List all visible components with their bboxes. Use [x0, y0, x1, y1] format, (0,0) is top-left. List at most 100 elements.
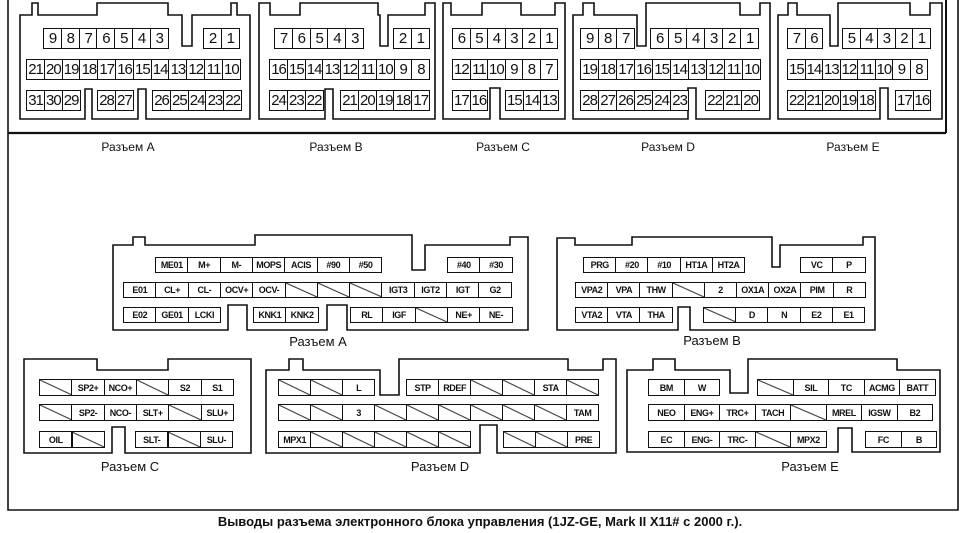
top-a-pin: 26: [152, 90, 172, 111]
top-a-pin: 29: [61, 90, 81, 111]
top-d-pin: 16: [634, 59, 654, 80]
top-a-pin: 28: [97, 90, 117, 111]
bottom-b-pin: VC: [800, 257, 834, 273]
top-e-pin: 19: [839, 90, 859, 111]
bottom-connector-d-outline: [265, 358, 617, 454]
top-d-pin: 24: [652, 90, 672, 111]
top-b-pin: 23: [286, 90, 306, 111]
top-connector-c-outline: [442, 2, 566, 120]
bottom-d-unused-pin: [438, 404, 472, 421]
bottom-c-pin: SP2+: [71, 379, 105, 396]
top-d-pin: 22: [705, 90, 725, 111]
bottom-a-pin: LCKI: [187, 307, 222, 323]
bottom-e-pin: ENG+: [683, 404, 721, 421]
bottom-e-pin: W: [683, 379, 721, 396]
bottom-e-pin: BATT: [899, 379, 936, 396]
bottom-a-pin: ME01: [155, 257, 189, 273]
bottom-d-unused-pin: [278, 404, 312, 421]
top-e-pin: 6: [804, 28, 824, 49]
bottom-a-pin: G2: [478, 282, 512, 298]
bottom-e-pin: TRC-: [719, 431, 756, 448]
top-b-pin: 18: [393, 90, 413, 111]
top-e-pin: 20: [822, 90, 841, 111]
bottom-d-unused-pin: [278, 379, 312, 396]
top-d-pin: 14: [670, 59, 690, 80]
top-e-pin: 2: [894, 28, 914, 49]
bottom-a-unused-pin: [316, 282, 351, 298]
top-c-pin: 8: [522, 59, 541, 80]
bottom-d-pin: STA: [534, 379, 568, 396]
top-b-pin: 1: [410, 28, 430, 49]
bottom-c-unused-pin: [135, 379, 170, 396]
bottom-d-unused-pin: [566, 379, 600, 396]
bottom-e-pin: MREL: [825, 404, 863, 421]
bottom-e-pin: TACH: [754, 404, 792, 421]
bottom-d-unused-pin: [534, 404, 568, 421]
bottom-connector-e-label: Разъем E: [781, 459, 839, 474]
top-c-pin: 1: [539, 28, 559, 49]
bottom-a-pin: CL+: [155, 282, 189, 298]
bottom-a-unused-pin: [284, 282, 319, 298]
top-d-pin: 9: [580, 28, 600, 49]
bottom-e-pin: EC: [648, 431, 685, 448]
top-a-pin: 10: [221, 59, 241, 80]
bottom-e-pin: SIL: [792, 379, 830, 396]
bottom-e-pin: BM: [648, 379, 685, 396]
top-d-pin: 25: [634, 90, 654, 111]
top-c-pin: 10: [487, 59, 506, 80]
top-a-pin: 7: [78, 28, 98, 49]
bottom-c-pin: S2: [168, 379, 202, 396]
bottom-d-unused-pin: [470, 404, 504, 421]
bottom-d-unused-pin: [374, 431, 408, 448]
bottom-a-pin: IGT2: [413, 282, 448, 298]
top-e-pin: 15: [787, 59, 806, 80]
top-b-pin: 22: [304, 90, 324, 111]
bottom-b-pin: #10: [647, 257, 681, 273]
top-e-pin: 13: [822, 59, 841, 80]
top-a-pin: 11: [204, 59, 224, 80]
top-e-pin: 22: [787, 90, 806, 111]
bottom-a-pin: RL: [350, 307, 384, 323]
bottom-d-pin: L: [342, 379, 376, 396]
bottom-e-pin: B2: [896, 404, 934, 421]
top-e-pin: 16: [912, 90, 932, 111]
top-b-pin: 4: [327, 28, 347, 49]
bottom-b-pin: VPA2: [575, 282, 609, 298]
top-d-pin: 18: [598, 59, 618, 80]
bottom-d-pin: STP: [406, 379, 440, 396]
bottom-c-pin: SP2-: [71, 404, 105, 421]
bottom-b-pin: OX1A: [736, 282, 770, 298]
top-b-pin: 13: [322, 59, 342, 80]
bottom-a-pin: E01: [123, 282, 157, 298]
bottom-a-pin: GE01: [155, 307, 189, 323]
top-a-pin: 2: [203, 28, 223, 49]
bottom-a-pin: OCV+: [219, 282, 254, 298]
bottom-c-pin: SLT-: [135, 431, 169, 448]
top-d-pin: 2: [722, 28, 742, 49]
bottom-d-unused-pin: [503, 431, 537, 448]
top-a-pin: 3: [149, 28, 169, 49]
top-d-pin: 1: [740, 28, 760, 49]
diagram-title: Выводы разъема электронного блока управл…: [217, 514, 743, 529]
top-a-pin: 9: [43, 28, 63, 49]
bottom-c-unused-pin: [168, 404, 202, 421]
bottom-d-unused-pin: [310, 379, 344, 396]
bottom-b-pin: N: [767, 307, 801, 323]
top-b-pin: 6: [291, 28, 311, 49]
top-a-pin: 30: [43, 90, 63, 111]
top-e-pin: 17: [895, 90, 914, 111]
bottom-d-unused-pin: [438, 431, 472, 448]
top-b-pin: 16: [269, 59, 289, 80]
top-b-pin: 17: [411, 90, 431, 111]
bottom-c-unused-pin: [39, 379, 73, 396]
bottom-a-unused-pin: [349, 282, 383, 298]
top-c-pin: 11: [469, 59, 489, 80]
top-connector-d-label: Разъем D: [641, 140, 695, 154]
bottom-d-pin: RDEF: [438, 379, 472, 396]
top-b-pin: 8: [411, 59, 431, 80]
bottom-e-pin: MPX2: [790, 431, 827, 448]
top-d-pin: 6: [650, 28, 670, 49]
bottom-e-pin: IGSW: [861, 404, 898, 421]
top-d-pin: 8: [598, 28, 618, 49]
